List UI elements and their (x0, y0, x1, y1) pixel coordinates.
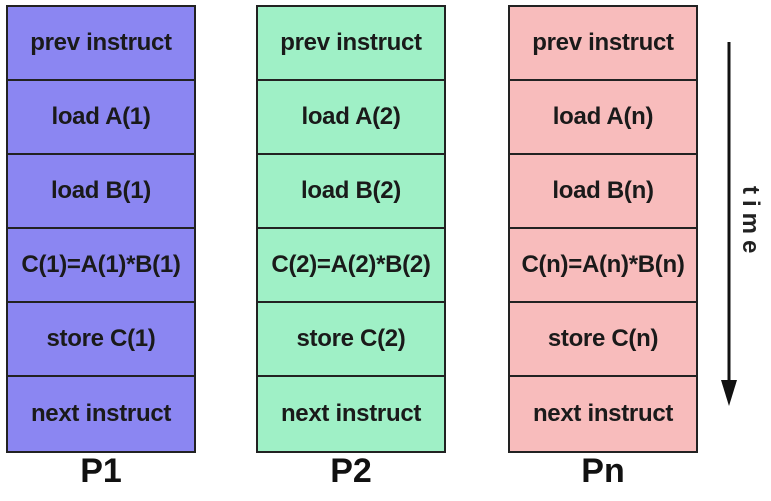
instruction-cell: store C(2) (258, 303, 444, 377)
time-axis-label: time (737, 186, 764, 260)
instruction-cell: load B(2) (258, 155, 444, 229)
instruction-cell: C(2)=A(2)*B(2) (258, 229, 444, 303)
instruction-cell: C(1)=A(1)*B(1) (8, 229, 194, 303)
processor-label-p1: P1 (80, 452, 122, 490)
instruction-cell: load A(2) (258, 81, 444, 155)
time-arrow-icon (721, 42, 737, 406)
instruction-cell: load A(1) (8, 81, 194, 155)
instruction-cell: store C(1) (8, 303, 194, 377)
instruction-cell: prev instruct (510, 7, 696, 81)
instruction-cell: load B(n) (510, 155, 696, 229)
instruction-cell: prev instruct (258, 7, 444, 81)
instruction-cell: next instruct (280, 400, 422, 427)
processor-column-pn: prev instruct load A(n) load B(n) C(n)=A… (508, 5, 698, 453)
processor-label-p2: P2 (330, 452, 372, 490)
instruction-cell: prev instruct (8, 7, 194, 81)
instruction-cell: C(n)=A(n)*B(n) (510, 229, 696, 303)
instruction-cell: store C(n) (510, 303, 696, 377)
processor-column-p1: prev instruct load A(1) load B(1) C(1)=A… (6, 5, 196, 453)
instruction-cell: next instruct (532, 400, 674, 427)
instruction-cell: load B(1) (8, 155, 194, 229)
processor-column-p2: prev instruct load A(2) load B(2) C(2)=A… (256, 5, 446, 453)
processor-label-pn: Pn (581, 452, 625, 490)
instruction-cell: load A(n) (510, 81, 696, 155)
instruction-cell: next instruct (30, 400, 172, 427)
